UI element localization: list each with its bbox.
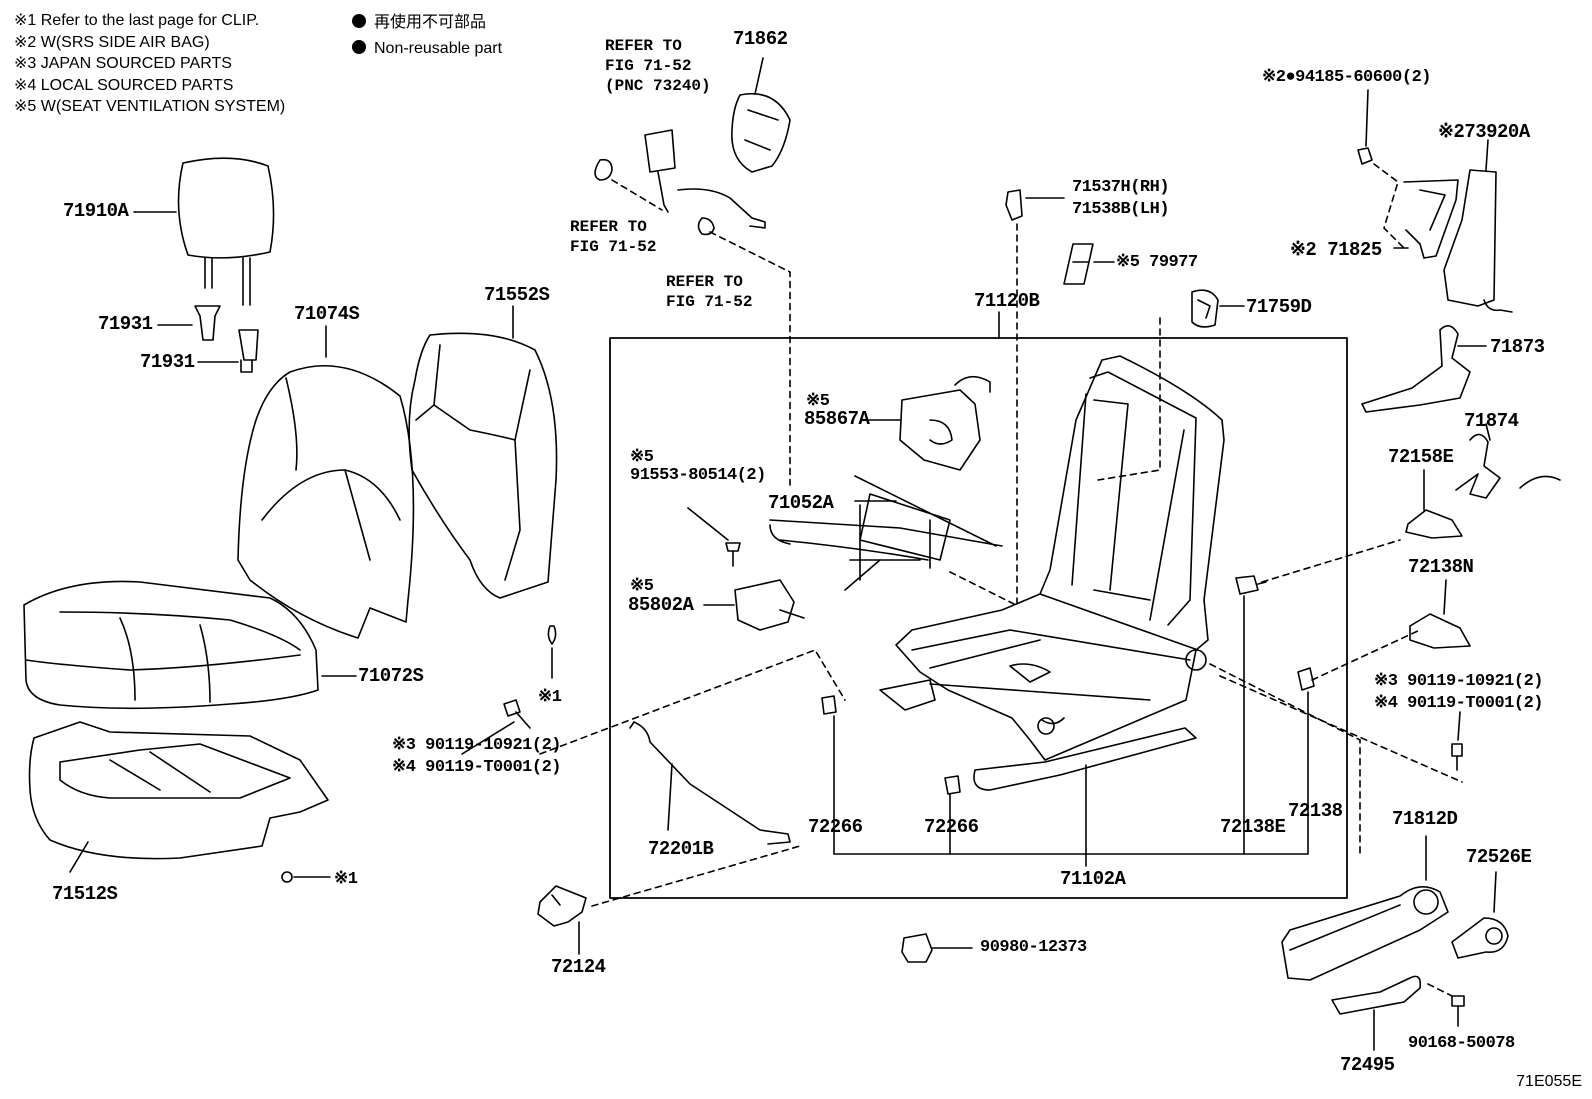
seat-spring-part [769,475,1003,591]
part-label-72266[interactable]: 72266 [808,816,863,838]
part-label-85802A[interactable]: 85802A [628,594,694,616]
side-airbag-part [1443,169,1513,313]
part-label-71874[interactable]: 71874 [1464,410,1519,432]
part-label-72495[interactable]: 72495 [1340,1054,1395,1076]
airbag-bracket-part [1403,179,1459,259]
part-label-90119-T0001-left[interactable]: ※4 90119-T0001(2) [392,758,561,777]
ventilation-part [1063,243,1094,285]
part-label-72124[interactable]: 72124 [551,956,606,978]
notes-block: ※1 Refer to the last page for CLIP. ※2 W… [14,10,285,118]
note-5: ※5 W(SEAT VENTILATION SYSTEM) [14,98,286,115]
legend-block: 再使用不可部品 Non-reusable part [352,10,502,62]
note-4: ※4 LOCAL SOURCED PARTS [14,76,234,94]
frame-clip-part [1191,289,1219,328]
seat-track-cover-part [537,885,587,927]
seatback-pad-part [408,332,558,599]
part-label-71931[interactable]: 71931 [140,351,195,373]
note-1: ※1 Refer to the last page for CLIP. [14,12,260,29]
part-label-71759D[interactable]: 71759D [1246,296,1312,318]
seat-frame-part [879,355,1225,791]
seat-cushion-cover-part [23,580,319,710]
figure-code: 71E055E [1516,1073,1582,1090]
part-label-73920A[interactable]: ※273920A [1438,121,1530,143]
refer-note-left[interactable]: REFER TO FIG 71-52 [570,218,657,256]
connector-part [901,933,933,963]
buckle-cover-part [731,93,791,173]
note-3: ※3 JAPAN SOURCED PARTS [14,55,232,72]
part-label-72201B[interactable]: 72201B [648,838,714,860]
bolt-part [503,699,531,729]
note-mark-91553: ※5 [630,448,654,467]
nut-part [1357,147,1373,165]
part-label-90119-T0001-right[interactable]: ※4 90119-T0001(2) [1374,694,1543,713]
assembly-frame-box [609,337,1348,899]
part-label-71873[interactable]: 71873 [1490,336,1545,358]
part-label-85867A[interactable]: 85867A [804,408,870,430]
seat-side-shield-part [1281,886,1449,981]
part-label-90980-12373[interactable]: 90980-12373 [980,938,1087,957]
ventilation-pad-part [899,375,991,471]
legend-en: Non-reusable part [352,36,502,62]
cover-72138-part [1235,575,1315,691]
part-label-71812D[interactable]: 71812D [1392,808,1458,830]
screw-90168-part [1451,995,1465,1027]
part-label-72138N[interactable]: 72138N [1408,556,1474,578]
part-label-72138E[interactable]: 72138E [1220,816,1286,838]
non-reusable-dot-icon [352,40,366,54]
part-label-71910A[interactable]: 71910A [63,200,129,222]
clip-note-label[interactable]: ※1 [334,870,358,889]
part-label-71120B[interactable]: 71120B [974,290,1040,312]
legend-jp: 再使用不可部品 [352,10,502,36]
reinforcement-wire-part [629,721,791,845]
headrest-support-part [194,305,259,373]
seat-cover-hook-part [1361,325,1561,499]
headrest-part [177,157,275,306]
refer-note-right[interactable]: REFER TO FIG 71-52 [666,273,753,311]
note-mark-85802A: ※5 [630,577,654,596]
non-reusable-dot-icon [352,14,366,28]
part-label-72526E[interactable]: 72526E [1466,846,1532,868]
part-label-71072S[interactable]: 71072S [358,665,424,687]
part-label-72138[interactable]: 72138 [1288,800,1343,822]
part-label-71931[interactable]: 71931 [98,313,153,335]
ventilation-fan-part [734,579,805,631]
part-label-94185-60600[interactable]: ※2●94185-60600(2) [1262,68,1431,87]
part-label-90119-10921-left[interactable]: ※3 90119-10921(2) [392,736,561,755]
part-label-71052A[interactable]: 71052A [768,492,834,514]
bolt-right-part [1451,743,1463,771]
seatbelt-buckle-part [594,129,766,236]
part-label-71552S[interactable]: 71552S [484,284,550,306]
screw-part [725,542,741,567]
refer-note-top[interactable]: REFER TO FIG 71-52 (PNC 73240) [605,37,711,95]
part-label-72158E[interactable]: 72158E [1388,446,1454,468]
clip-72266-part [821,695,961,795]
lever-bracket-part [1331,975,1422,1015]
seatback-cover-part [237,364,415,639]
part-label-71538B[interactable]: 71538B(LH) [1072,200,1170,219]
part-label-72266[interactable]: 72266 [924,816,979,838]
cover-72138N-part [1409,613,1471,649]
reclining-cover-part [1005,189,1023,221]
part-label-71074S[interactable]: 71074S [294,303,360,325]
cover-72158E-part [1405,509,1463,539]
part-label-71537H[interactable]: 71537H(RH) [1072,178,1170,197]
clip-part [281,625,557,883]
part-label-71862[interactable]: 71862 [733,28,788,50]
note-mark-85867A: ※5 [806,392,830,411]
part-label-79977[interactable]: ※5 79977 [1116,253,1198,272]
part-label-91553-80514[interactable]: 91553-80514(2) [630,466,766,485]
part-label-71512S[interactable]: 71512S [52,883,118,905]
lever-knob-part [1451,917,1509,959]
part-label-90119-10921-right[interactable]: ※3 90119-10921(2) [1374,672,1543,691]
part-label-71102A[interactable]: 71102A [1060,868,1126,890]
clip-note-label[interactable]: ※1 [538,688,562,707]
seat-cushion-pad-part [28,721,329,860]
note-2: ※2 W(SRS SIDE AIR BAG) [14,33,210,51]
part-label-71825[interactable]: ※2 71825 [1290,239,1382,261]
part-label-90168-50078[interactable]: 90168-50078 [1408,1034,1515,1053]
